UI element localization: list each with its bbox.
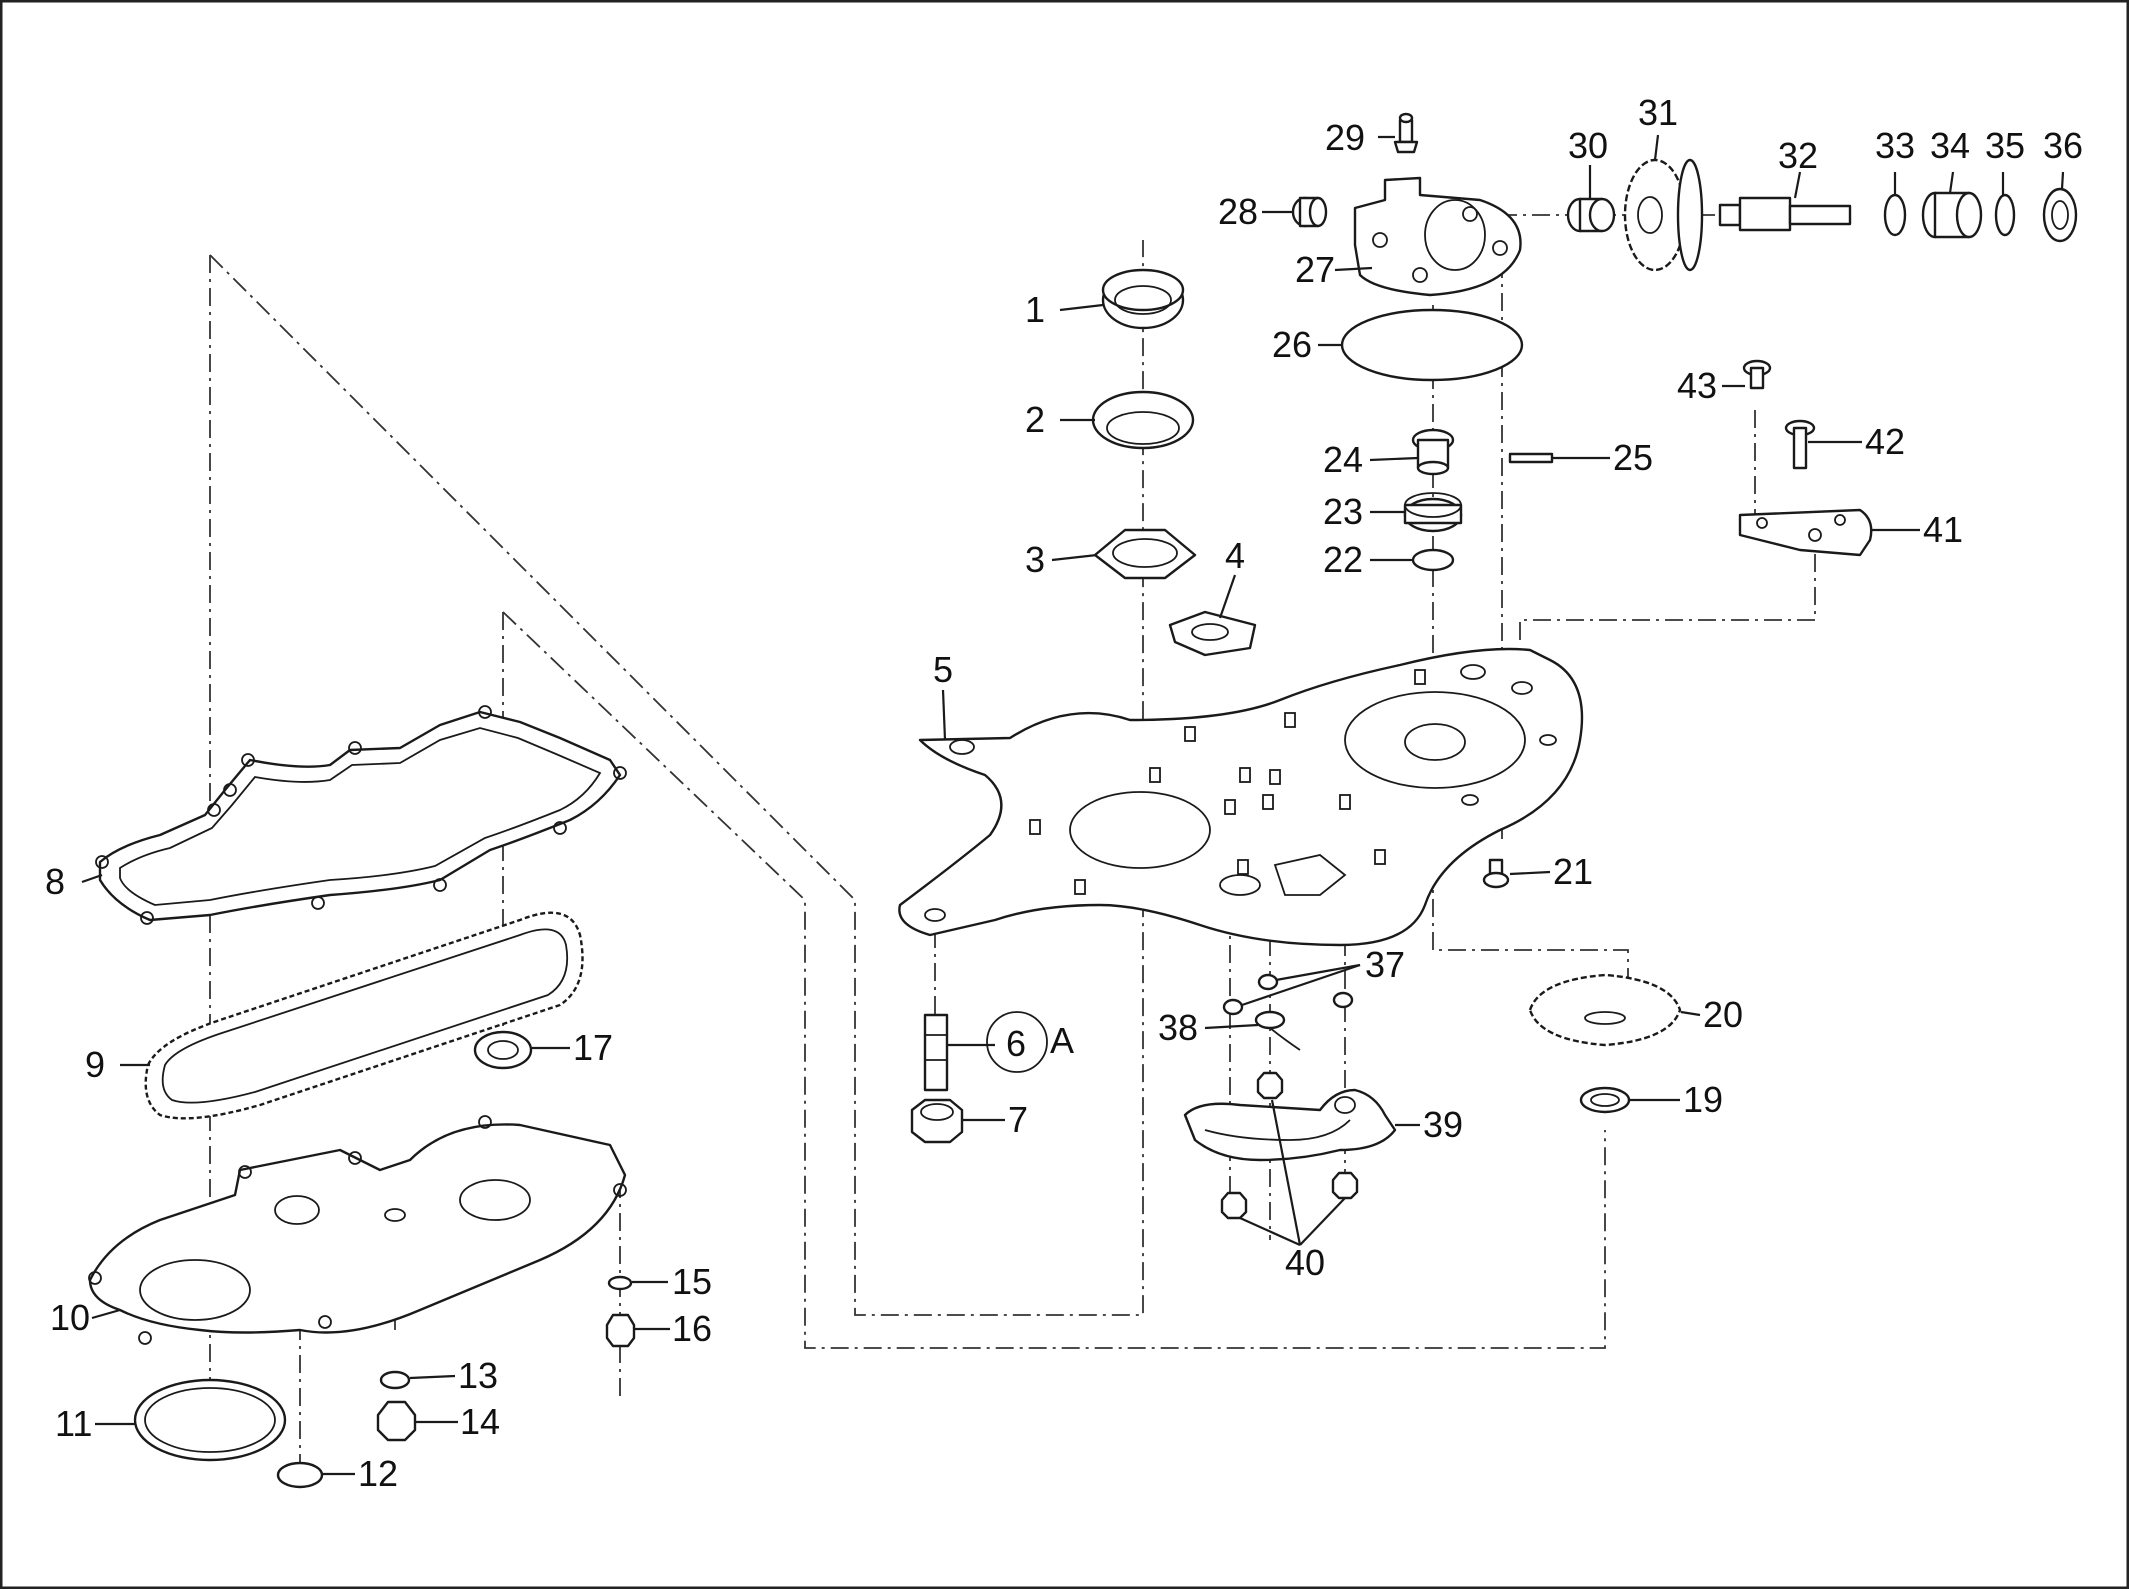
callout-4: 4	[1225, 535, 1245, 576]
callout-21: 21	[1553, 851, 1593, 892]
callout-1: 1	[1025, 289, 1045, 330]
part-35-circlip	[1994, 193, 2016, 237]
part-16-nut	[605, 1313, 636, 1348]
part-5-base-plate	[898, 647, 1584, 947]
part-29-grease-fitting	[1393, 112, 1419, 154]
part-41-bracket	[1738, 508, 1873, 557]
callout-16: 16	[672, 1308, 712, 1349]
part-26-oring	[1340, 308, 1524, 382]
part-42-bolt	[1784, 419, 1816, 470]
part-7-nut	[910, 1098, 964, 1144]
callout-2: 2	[1025, 399, 1045, 440]
callout-37: 37	[1365, 944, 1405, 985]
callout-11: 11	[55, 1403, 92, 1444]
callout-34: 34	[1930, 125, 1970, 166]
callout-8: 8	[45, 861, 65, 902]
callout-6: 6	[1006, 1023, 1026, 1064]
callout-22: 22	[1323, 539, 1363, 580]
part-10-cover	[88, 1115, 627, 1345]
callout-17: 17	[573, 1027, 613, 1068]
callout-26: 26	[1272, 324, 1312, 365]
callout-36: 36	[2043, 125, 2083, 166]
callout-12: 12	[358, 1453, 398, 1494]
part-30-bushing	[1566, 197, 1616, 233]
callout-20: 20	[1703, 994, 1743, 1035]
callout-10: 10	[50, 1297, 90, 1338]
callout-circle-6	[986, 1011, 1048, 1073]
part-15-washer	[607, 1275, 633, 1291]
callout-5: 5	[933, 649, 953, 690]
part-28-cap	[1291, 196, 1328, 228]
callout-33: 33	[1875, 125, 1915, 166]
part-17-bearing	[473, 1030, 533, 1070]
callout-28: 28	[1218, 191, 1258, 232]
part-36-bearing	[2042, 187, 2078, 243]
part-13-washer	[379, 1370, 411, 1390]
callout-32: 32	[1778, 135, 1818, 176]
part-25-pin	[1508, 452, 1554, 464]
callout-3: 3	[1025, 539, 1045, 580]
part-43-bolt	[1742, 359, 1772, 390]
part-6-stud	[923, 1013, 949, 1092]
callout-29: 29	[1325, 117, 1365, 158]
callout-43: 43	[1677, 365, 1717, 406]
callout-27: 27	[1295, 249, 1335, 290]
part-32-shaft	[1718, 196, 1852, 232]
part-40-nuts	[1220, 1071, 1359, 1220]
callout-30: 30	[1568, 125, 1608, 166]
part-23-bearing	[1403, 492, 1463, 533]
callout-14: 14	[460, 1401, 500, 1442]
part-8-gasket	[95, 705, 627, 925]
part-27-gear-housing	[1353, 176, 1522, 297]
part-14-nut	[376, 1400, 417, 1442]
part-37-nuts	[1222, 973, 1354, 1016]
part-19-washer	[1579, 1086, 1631, 1114]
part-34-bearing	[1921, 191, 1983, 239]
part-9-chain	[144, 911, 584, 1120]
part-38-spring	[1254, 1010, 1301, 1051]
part-33-washer	[1883, 193, 1907, 237]
callout-labels: 1 2 3 4 5 6 A 7 8 9 10 11 12 13 14 15 16…	[45, 92, 2083, 1494]
part-24-pinion	[1411, 428, 1455, 476]
callout-40: 40	[1285, 1242, 1325, 1283]
callout-19: 19	[1683, 1079, 1723, 1120]
callout-42: 42	[1865, 421, 1905, 462]
callout-24: 24	[1323, 439, 1363, 480]
part-3-nut	[1093, 528, 1197, 580]
callout-41: 41	[1923, 509, 1963, 550]
part-4-plate	[1168, 610, 1257, 657]
callout-9: 9	[85, 1044, 105, 1085]
callout-38: 38	[1158, 1007, 1198, 1048]
part-39-bracket	[1183, 1088, 1397, 1162]
part-31-worm-gear	[1623, 158, 1704, 272]
callout-25: 25	[1613, 437, 1653, 478]
part-22-washer	[1411, 548, 1455, 572]
callout-23: 23	[1323, 491, 1363, 532]
callout-35: 35	[1985, 125, 2025, 166]
part-12-oring	[276, 1461, 324, 1489]
callout-7: 7	[1008, 1099, 1028, 1140]
callout-31: 31	[1638, 92, 1678, 133]
part-1-seal	[1101, 268, 1185, 330]
part-2-bearing	[1091, 390, 1195, 450]
part-21-bolt	[1482, 858, 1510, 889]
part-20-sprocket	[1528, 973, 1682, 1047]
callout-ref-a: A	[1050, 1020, 1074, 1061]
part-11-seal	[133, 1378, 287, 1462]
callout-39: 39	[1423, 1104, 1463, 1145]
callout-13: 13	[458, 1355, 498, 1396]
callout-15: 15	[672, 1261, 712, 1302]
leader-lines	[81, 134, 2065, 1476]
